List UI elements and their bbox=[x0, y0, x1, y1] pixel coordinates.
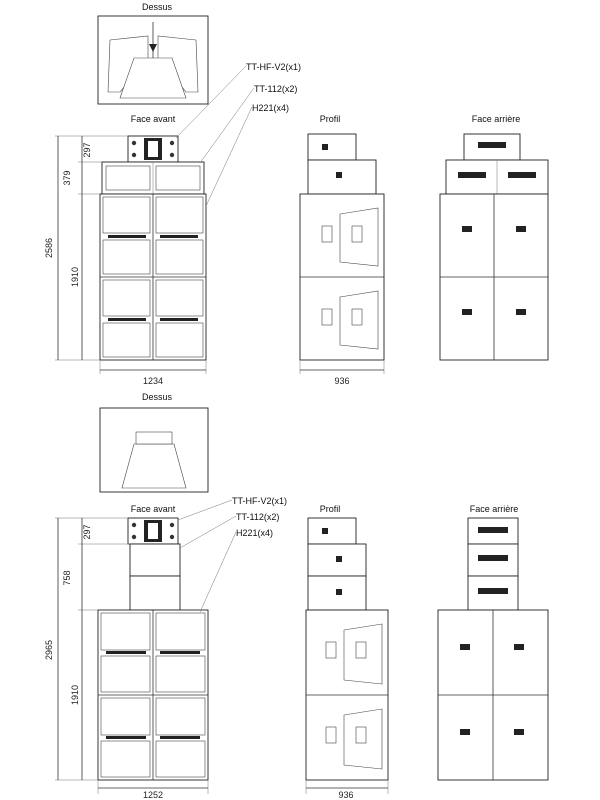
bottom-dessus-label: Dessus bbox=[142, 392, 173, 402]
bottom-profil-label: Profil bbox=[320, 504, 341, 514]
top-configuration: Dessus Face avant bbox=[44, 2, 549, 386]
top-dim-1910: 1910 bbox=[70, 267, 80, 287]
top-callouts: TT-HF-V2(x1) TT-112(x2) H221(x4) bbox=[175, 62, 301, 207]
top-dim-936: 936 bbox=[334, 376, 349, 386]
bottom-callout-h221: H221(x4) bbox=[236, 528, 273, 538]
top-h221-front bbox=[99, 193, 207, 361]
top-face-avant-view bbox=[99, 135, 207, 361]
bottom-face-arriere-view bbox=[437, 517, 549, 781]
bottom-profil-view: 936 bbox=[305, 517, 389, 800]
bottom-configuration: Dessus Face avant bbox=[44, 392, 549, 800]
top-callout-tt112: TT-112(x2) bbox=[254, 84, 297, 94]
bottom-callouts: TT-HF-V2(x1) TT-112(x2) H221(x4) bbox=[177, 496, 287, 613]
top-callout-h221: H221(x4) bbox=[252, 103, 289, 113]
bottom-face-avant-view bbox=[97, 517, 209, 781]
top-dimensions: 297 379 2586 1910 1234 bbox=[44, 135, 207, 386]
bottom-callout-hf: TT-HF-V2(x1) bbox=[232, 496, 287, 506]
top-face-avant-label: Face avant bbox=[131, 114, 176, 124]
bottom-dim-2965: 2965 bbox=[44, 640, 54, 660]
top-dim-1234: 1234 bbox=[143, 376, 163, 386]
top-callout-hf: TT-HF-V2(x1) bbox=[246, 62, 301, 72]
bottom-dim-1910: 1910 bbox=[70, 685, 80, 705]
bottom-dim-758: 758 bbox=[62, 570, 72, 585]
top-dessus-label: Dessus bbox=[142, 2, 173, 12]
top-dim-379: 379 bbox=[62, 170, 72, 185]
bottom-dessus-view bbox=[99, 407, 209, 493]
top-profil-view: 936 bbox=[299, 133, 385, 386]
top-face-arriere-label: Face arrière bbox=[472, 114, 521, 124]
bottom-callout-tt112: TT-112(x2) bbox=[236, 512, 279, 522]
bottom-face-arriere-label: Face arrière bbox=[470, 504, 519, 514]
bottom-dim-297: 297 bbox=[82, 524, 92, 539]
bottom-dim-936: 936 bbox=[338, 790, 353, 800]
bottom-dimensions: 297 758 2965 1910 1252 bbox=[44, 517, 209, 800]
top-dim-2586: 2586 bbox=[44, 238, 54, 258]
top-dessus-view bbox=[97, 15, 209, 105]
bottom-face-avant-label: Face avant bbox=[131, 504, 176, 514]
top-profil-label: Profil bbox=[320, 114, 341, 124]
top-face-arriere-view bbox=[439, 133, 549, 361]
bottom-dim-1252: 1252 bbox=[143, 790, 163, 800]
top-dim-297: 297 bbox=[82, 142, 92, 157]
